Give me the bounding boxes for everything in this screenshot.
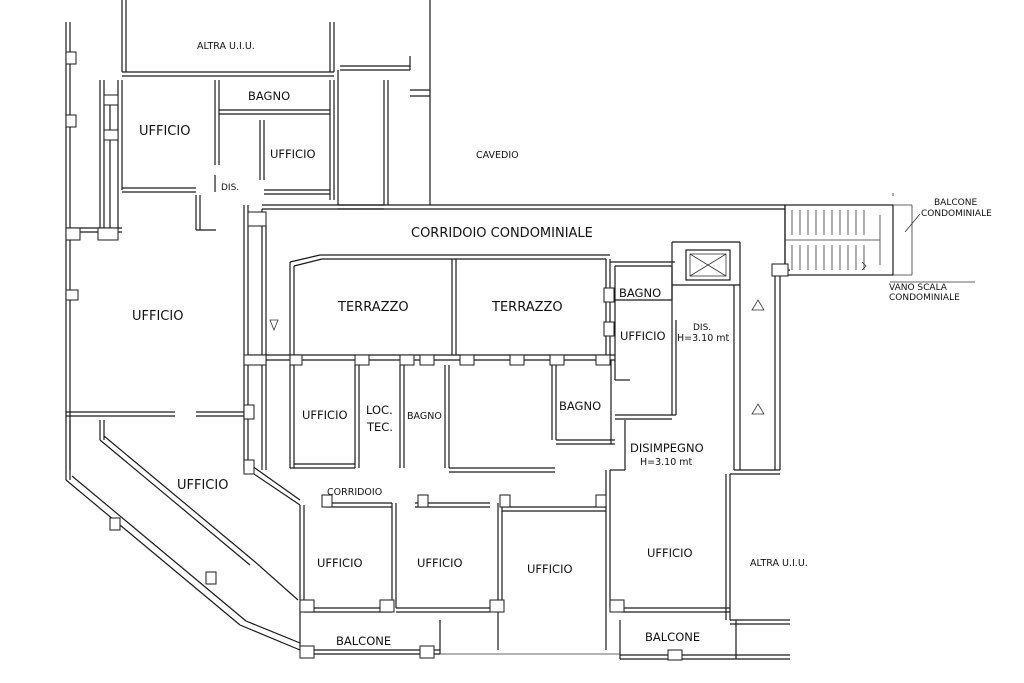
label-h-dis: H=3.10 mt xyxy=(677,333,730,344)
label-balcone-1: BALCONE xyxy=(336,634,391,648)
walls xyxy=(65,0,913,660)
label-altra-uiu-top: ALTRA U.I.U. xyxy=(197,41,255,52)
label-ufficio-mid: UFFICIO xyxy=(302,408,348,422)
label-vano-scala-2: CONDOMINIALE xyxy=(889,293,960,303)
label-bagno-right: BAGNO xyxy=(619,286,661,300)
pillars xyxy=(65,51,789,661)
label-ufficio-b3: UFFICIO xyxy=(527,562,573,576)
label-ufficio-b4: UFFICIO xyxy=(647,546,693,560)
label-corridoio-condominiale: CORRIDOIO CONDOMINIALE xyxy=(411,226,593,241)
label-ufficio-small: UFFICIO xyxy=(620,329,666,343)
room-labels: ALTRA U.I.U. BAGNO UFFICIO UFFICIO DIS. … xyxy=(132,41,992,648)
elevator-symbol xyxy=(685,249,731,281)
label-balcone-condominiale-2: CONDOMINIALE xyxy=(921,209,992,219)
label-bagno-mid2: BAGNO xyxy=(559,399,601,413)
label-h-disimpegno: H=3.10 mt xyxy=(640,457,693,468)
label-bagno-mid: BAGNO xyxy=(407,411,442,422)
stair-treads xyxy=(791,210,867,271)
label-altra-uiu-right: ALTRA U.I.U. xyxy=(750,558,808,569)
label-dis-right: DIS. xyxy=(693,323,711,333)
label-ufficio-topleft: UFFICIO xyxy=(139,124,190,139)
label-loc-tec-2: TEC. xyxy=(366,420,393,434)
label-ufficio-b2: UFFICIO xyxy=(417,556,463,570)
label-dis-top: DIS. xyxy=(221,183,239,193)
leaders xyxy=(269,193,975,415)
label-cavedio: CAVEDIO xyxy=(476,150,519,161)
label-bagno-top: BAGNO xyxy=(248,89,290,103)
label-terrazzo-2: TERRAZZO xyxy=(491,300,563,315)
label-ufficio-b1: UFFICIO xyxy=(317,556,363,570)
label-disimpegno: DISIMPEGNO xyxy=(630,441,704,455)
label-ufficio-bottomleft: UFFICIO xyxy=(177,478,228,493)
label-ufficio-top2: UFFICIO xyxy=(270,147,316,161)
label-balcone-condominiale-1: BALCONE xyxy=(934,198,977,208)
label-balcone-2: BALCONE xyxy=(645,630,700,644)
label-loc-tec-1: LOC. xyxy=(366,403,393,417)
label-vano-scala-1: VANO SCALA xyxy=(889,283,948,293)
label-terrazzo-1: TERRAZZO xyxy=(337,300,409,315)
label-ufficio-left: UFFICIO xyxy=(132,309,183,324)
label-corridoio: CORRIDOIO xyxy=(327,487,382,498)
